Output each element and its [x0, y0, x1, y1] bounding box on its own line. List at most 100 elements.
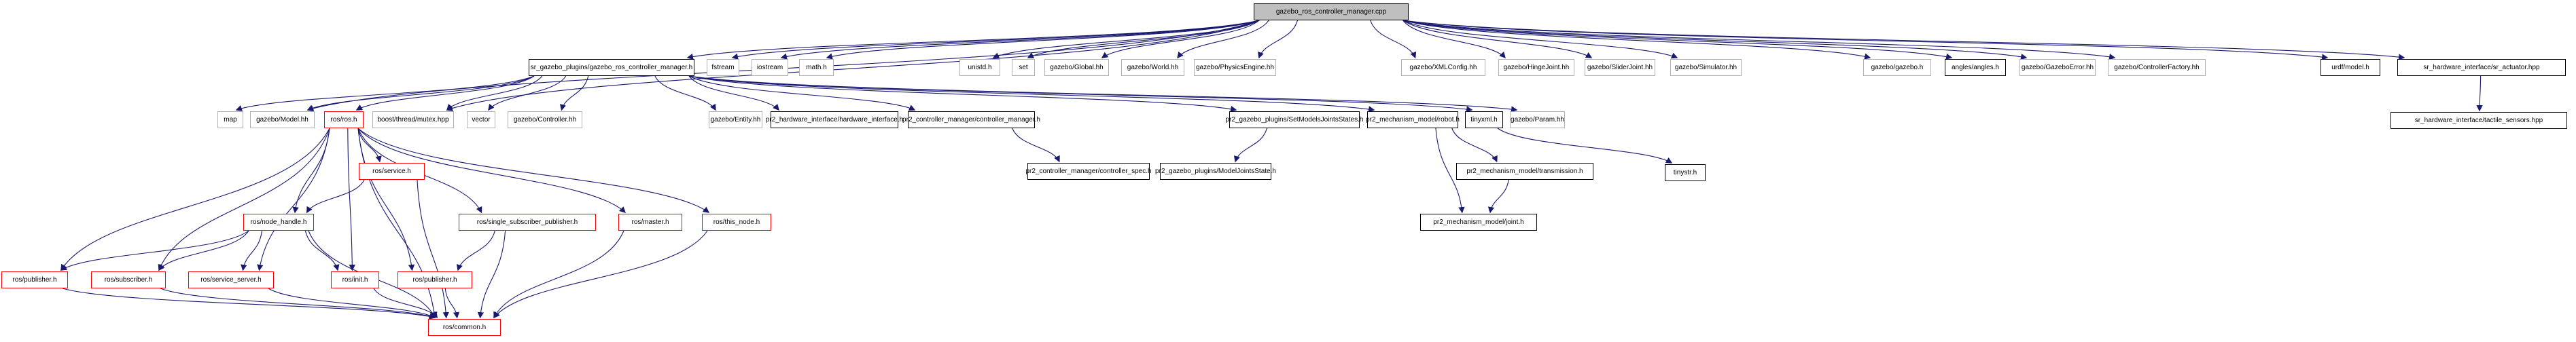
edge-cpp-fstream	[731, 20, 1260, 60]
edge-robot_h-transmission_h	[1451, 128, 1498, 163]
edge-header_h-map	[235, 75, 535, 111]
node-unistd_h: unistd.h	[959, 59, 1000, 76]
node-modeljointsstate_h[interactable]: pr2_gazebo_plugins/ModelJointsState.h	[1155, 163, 1276, 180]
node-mutex_hpp: boost/thread/mutex.hpp	[372, 111, 454, 128]
edge-ros_h-subscriber_h	[158, 128, 330, 271]
edge-node_handle_h-init_h	[304, 230, 340, 271]
edge-cpp-iostream	[780, 20, 1260, 60]
node-ctrl_mgr_h[interactable]: pr2_controller_manager/controller_manage…	[902, 111, 1040, 128]
edge-cpp-slider_hh	[1402, 20, 1593, 58]
edge-cpp-controllerfactory_hh	[1402, 20, 2116, 60]
edge-cpp-physics_hh	[1258, 20, 1298, 59]
node-init_h[interactable]: ros/init.h	[331, 271, 379, 288]
edge-cpp-header_h	[686, 20, 1260, 60]
edge-header_h-ros_h	[355, 75, 535, 111]
edge-subscriber_h-common_h	[160, 288, 436, 320]
node-single_sub_pub_h[interactable]: ros/single_subscriber_publisher.h	[459, 214, 596, 231]
node-this_node_h[interactable]: ros/this_node.h	[702, 214, 771, 231]
node-common_h[interactable]: ros/common.h	[428, 319, 501, 336]
edge-ros_h-init_h	[347, 128, 355, 271]
edge-publisher_l-common_h	[62, 288, 436, 320]
node-transmission_h[interactable]: pr2_mechanism_model/transmission.h	[1456, 163, 1593, 180]
edge-cpp-sr_actuator_hpp	[1402, 20, 2405, 60]
edge-transmission_h-joint_h	[1487, 179, 1509, 214]
edge-header_h-entity_hh	[654, 75, 716, 111]
node-simulator_hh: gazebo/Simulator.hh	[1670, 59, 1742, 76]
edge-header_h-vector	[488, 75, 567, 111]
node-world_hh: gazebo/World.hh	[1121, 59, 1184, 76]
node-set: set	[1012, 59, 1035, 76]
edge-ctrl_mgr_h-ctrl_spec_h	[1012, 128, 1060, 163]
edge-single_sub_pub_h-publisher_r	[456, 230, 495, 271]
node-setmodels_h[interactable]: pr2_gazebo_plugins/SetModelsJointsStates…	[1226, 111, 1363, 128]
node-param_hh: gazebo/Param.hh	[1510, 111, 1565, 128]
edge-cpp-gazeboerror_hh	[1402, 20, 2028, 60]
node-tactile_hpp[interactable]: sr_hardware_interface/tactile_sensors.hp…	[2390, 112, 2567, 129]
node-service_server_h[interactable]: ros/service_server.h	[188, 271, 274, 288]
node-cpp: gazebo_ros_controller_manager.cpp	[1254, 3, 1409, 20]
edge-cpp-math_h	[826, 20, 1260, 60]
node-physics_hh: gazebo/PhysicsEngine.hh	[1194, 59, 1276, 76]
node-ctrl_spec_h[interactable]: pr2_controller_manager/controller_spec.h	[1025, 163, 1152, 180]
edge-sr_actuator_hpp-tactile_hpp	[2476, 75, 2483, 112]
node-fstream: fstream	[707, 59, 739, 76]
node-urdf_model_h[interactable]: urdf/model.h	[2321, 59, 2380, 76]
node-map: map	[217, 111, 243, 128]
edge-header_h-mutex_hpp	[446, 75, 543, 111]
edge-cpp-angles_h	[1402, 20, 1953, 60]
node-service_h[interactable]: ros/service.h	[359, 163, 425, 180]
node-ros_h[interactable]: ros/ros.h	[324, 111, 364, 128]
node-vector: vector	[467, 111, 495, 128]
edge-header_h-robot_h	[688, 75, 1375, 113]
edge-ros_h-service_server_h	[257, 128, 330, 271]
node-entity_hh: gazebo/Entity.hh	[709, 111, 762, 128]
edge-tinyxml_h-tinystr_h	[1497, 128, 1673, 164]
node-joint_h[interactable]: pr2_mechanism_model/joint.h	[1420, 214, 1537, 231]
edge-cpp-simulator_hh	[1402, 20, 1678, 59]
node-slider_hh: gazebo/SliderJoint.hh	[1585, 59, 1655, 76]
node-tinyxml_h[interactable]: tinyxml.h	[1465, 111, 1503, 128]
edge-service_server_h-common_h	[268, 288, 436, 318]
edge-ros_h-service_h	[357, 128, 382, 163]
edge-service_h-node_handle_h	[306, 179, 365, 214]
edge-cpp-set	[1027, 20, 1260, 58]
edge-service_h-common_h	[417, 179, 449, 319]
node-hw_iface_h[interactable]: pr2_hardware_interface/hardware_interfac…	[766, 111, 903, 128]
node-hinge_hh: gazebo/HingeJoint.hh	[1498, 59, 1574, 76]
edge-robot_h-joint_h	[1435, 128, 1465, 214]
edge-header_h-tinyxml_h	[688, 75, 1473, 113]
edge-publisher_r-common_h	[444, 288, 460, 319]
node-angles_h[interactable]: angles/angles.h	[1945, 59, 2006, 76]
node-master_h[interactable]: ros/master.h	[618, 214, 682, 231]
edge-single_sub_pub_h-common_h	[477, 230, 506, 319]
node-tinystr_h[interactable]: tinystr.h	[1665, 164, 1706, 181]
node-global_hh: gazebo/Global.hh	[1044, 59, 1109, 76]
node-gazebo_h: gazebo/gazebo.h	[1863, 59, 1931, 76]
node-node_handle_h[interactable]: ros/node_handle.h	[243, 214, 314, 231]
node-publisher_l[interactable]: ros/publisher.h	[1, 271, 68, 288]
node-controller_hh: gazebo/Controller.hh	[508, 111, 582, 128]
node-robot_h[interactable]: pr2_mechanism_model/robot.h	[1366, 111, 1460, 128]
edge-master_h-common_h	[493, 230, 624, 319]
edge-cpp-urdf_model_h	[1402, 20, 2329, 60]
node-header_h[interactable]: sr_gazebo_plugins/gazebo_ros_controller_…	[529, 59, 694, 76]
node-gazeboerror_hh: gazebo/GazeboError.hh	[2019, 59, 2096, 76]
edge-header_h-ctrl_mgr_h	[688, 75, 916, 111]
node-publisher_r[interactable]: ros/publisher.h	[398, 271, 472, 288]
edge-cpp-gazebo_h	[1402, 20, 1871, 60]
edge-cpp-global_hh	[1101, 20, 1260, 58]
edge-ros_h-master_h	[357, 128, 627, 213]
edge-this_node_h-common_h	[493, 230, 708, 319]
edge-cpp-world_hh	[1177, 20, 1269, 59]
node-sr_actuator_hpp[interactable]: sr_hardware_interface/sr_actuator.hpp	[2397, 59, 2566, 76]
edge-cpp-xmlconfig_hh	[1370, 20, 1417, 59]
edge-node_handle_h-subscriber_h	[158, 230, 249, 271]
edge-header_h-hw_iface_h	[688, 75, 779, 111]
edge-cpp-hinge_hh	[1402, 20, 1506, 59]
edge-ros_h-this_node_h	[357, 128, 710, 213]
node-subscriber_h[interactable]: ros/subscriber.h	[91, 271, 166, 288]
edge-init_h-common_h	[373, 288, 438, 319]
edge-node_handle_h-publisher_l	[60, 230, 249, 271]
edge-node_handle_h-service_server_h	[241, 230, 263, 271]
